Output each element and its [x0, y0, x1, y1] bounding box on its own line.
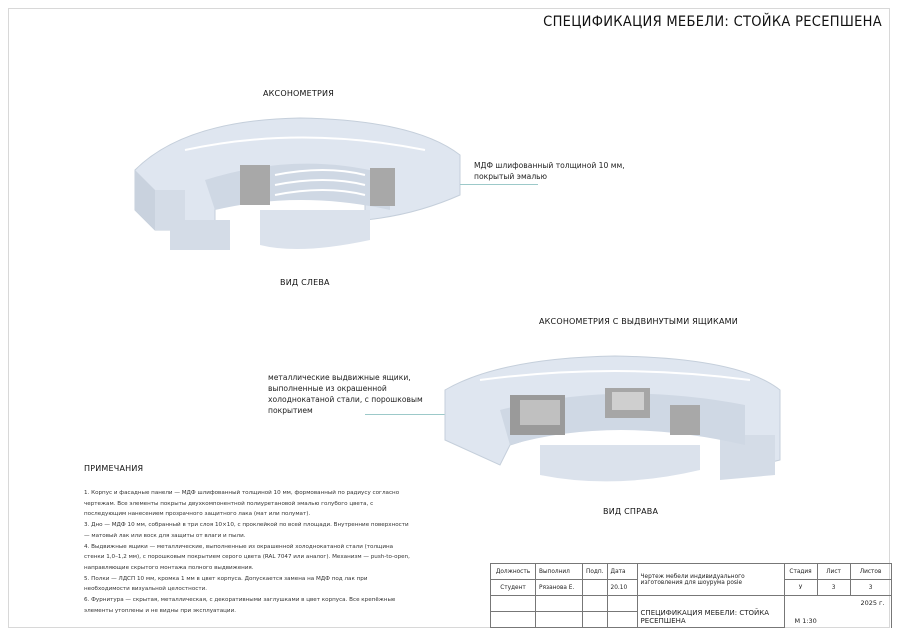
tb-h-stage: Стадия: [783, 563, 818, 580]
tb-meta: 2025 г. М 1:30: [783, 595, 892, 628]
tb-empty: [606, 595, 638, 612]
tb-empty: [535, 611, 583, 628]
note-item: 4. Выдвижные ящики — металлические, выпо…: [84, 543, 410, 571]
right-view-label: ВИД СПРАВА: [603, 507, 659, 516]
tb-empty: [535, 595, 583, 612]
tb-empty: [582, 595, 608, 612]
tb-description: Чертеж мебели индивидуального изготовлен…: [636, 563, 785, 596]
axonometry-drawers-label: АКСОНОМЕТРИЯ С ВЫДВИНУТЫМИ ЯЩИКАМИ: [539, 317, 738, 326]
tb-h-sheets: Листов: [849, 563, 892, 580]
tb-h-performed: Выполнил: [535, 563, 583, 580]
sheet-title: СПЕЦИФИКАЦИЯ МЕБЕЛИ: СТОЙКА РЕСЕПШЕНА: [543, 14, 882, 30]
callout-drawers-leader: [365, 414, 445, 415]
tb-name: СПЕЦИФИКАЦИЯ МЕБЕЛИ: СТОЙКА РЕСЕПШЕНА: [636, 595, 785, 628]
tb-empty: [582, 611, 608, 628]
tb-position: Студент: [490, 579, 536, 596]
tb-empty: [490, 611, 536, 628]
reception-desk-render-right: [444, 355, 781, 482]
notes-heading: ПРИМЕЧАНИЯ: [84, 464, 144, 473]
note-item: 1. Корпус и фасадные панели — МДФ шлифов…: [84, 490, 400, 518]
title-block: Должность Выполнил Подп. Дата Чертеж меб…: [490, 563, 892, 628]
tb-scale: М 1:30: [794, 616, 817, 625]
reception-desk-render-left: [134, 117, 461, 250]
tb-sheet: 3: [816, 579, 851, 596]
callout-mdf-leader: [460, 184, 538, 185]
tb-sheets: 3: [849, 579, 892, 596]
tb-h-sign: Подп.: [582, 563, 608, 580]
tb-h-position: Должность: [490, 563, 536, 580]
note-item: 6. Фурнитура — скрытая, металлическая, с…: [84, 597, 396, 614]
axonometry-label: АКСОНОМЕТРИЯ: [263, 89, 334, 98]
tb-h-date: Дата: [606, 563, 638, 580]
tb-empty: [606, 611, 638, 628]
callout-mdf: МДФ шлифованный толщиной 10 мм, покрытый…: [474, 161, 625, 181]
notes-list: 1. Корпус и фасадные панели — МДФ шлифов…: [84, 488, 414, 616]
tb-h-sheet: Лист: [816, 563, 851, 580]
left-view-label: ВИД СЛЕВА: [280, 278, 330, 287]
callout-drawers: металлические выдвижные ящики, выполненн…: [268, 373, 423, 415]
tb-empty: [490, 595, 536, 612]
tb-year: 2025 г.: [860, 599, 885, 607]
sheet-frame: [8, 8, 890, 628]
note-item: 5. Полки — ЛДСП 10 мм, кромка 1 мм в цве…: [84, 575, 368, 593]
note-item: 3. Дно — МДФ 10 мм, собранный в три слоя…: [84, 522, 409, 539]
tb-sign: [582, 579, 608, 596]
tb-performed: Рязанова Е.: [535, 579, 583, 596]
tb-stage: У: [783, 579, 818, 596]
tb-date: 20.10: [606, 579, 638, 596]
